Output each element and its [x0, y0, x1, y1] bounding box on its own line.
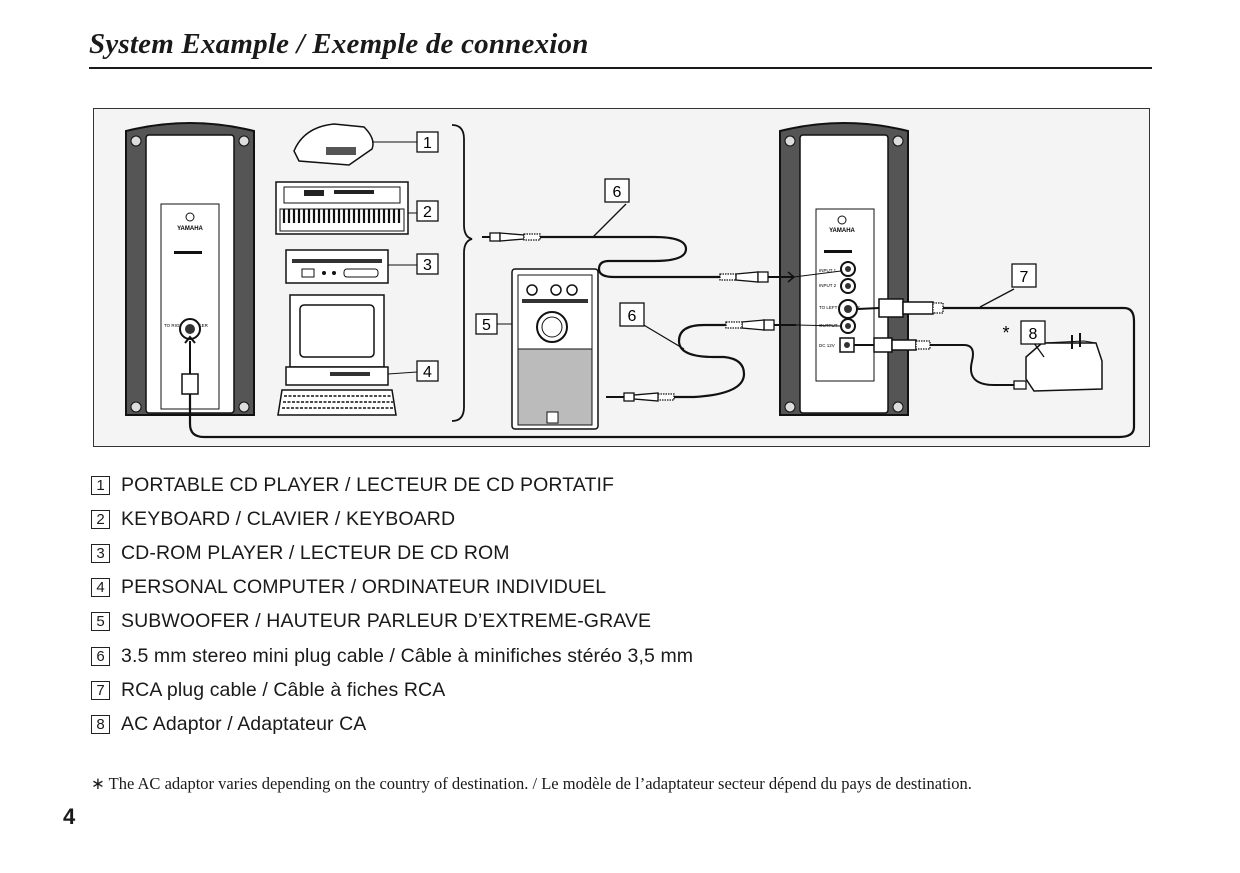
- legend-label: KEYBOARD / CLAVIER / KEYBOARD: [121, 507, 456, 530]
- legend-label: AC Adaptor / Adaptateur CA: [121, 712, 367, 735]
- legend-number-box: 8: [91, 714, 110, 734]
- mini-plug-cable-6-lower: [606, 319, 842, 402]
- diagram-svg: YAMAHA TO RIGHT SPEAKER 1: [125, 122, 1136, 439]
- callout-7: [1011, 263, 1037, 288]
- mini-plug-cable-6-upper: [482, 232, 842, 283]
- callout-2-number: 2: [423, 204, 432, 221]
- left-speaker-rca-plug: [181, 373, 199, 395]
- legend-label: RCA plug cable / Câble à fiches RCA: [121, 678, 446, 701]
- page-number: 4: [63, 804, 76, 829]
- page-title: System Example / Exemple de connexion: [89, 28, 589, 60]
- right-speaker-input2-label: INPUT 2: [819, 283, 837, 288]
- callout-6-lower: [619, 302, 645, 327]
- right-speaker: YAMAHA INPUT 1 INPUT 2 TO LEFT SPEAKER O…: [779, 122, 909, 416]
- legend-item-keyboard: 2 KEYBOARD / CLAVIER / KEYBOARD: [91, 502, 693, 536]
- callout-7-number: 7: [1020, 269, 1029, 286]
- keyboard-illustration: [275, 181, 417, 235]
- callout-8: [1020, 320, 1046, 345]
- connection-diagram: YAMAHA TO RIGHT SPEAKER 1: [93, 108, 1150, 447]
- left-speaker-l-mark: [185, 212, 195, 222]
- footnote: ∗ The AC adaptor varies depending on the…: [91, 774, 972, 793]
- portable-cd-player-illustration: [293, 123, 417, 166]
- ac-adaptor-illustration: [854, 333, 1103, 392]
- legend-label: 3.5 mm stereo mini plug cable / Câble à …: [121, 644, 694, 667]
- legend-number-box: 3: [91, 543, 110, 563]
- subwoofer-illustration: [497, 268, 599, 430]
- legend-item-portable-cd-player: 1 PORTABLE CD PLAYER / LECTEUR DE CD POR…: [91, 468, 693, 502]
- right-speaker-logo: YAMAHA: [829, 228, 855, 234]
- legend-number-box: 6: [91, 646, 110, 666]
- legend-number-box: 4: [91, 578, 110, 598]
- ac-adaptor-asterisk: *: [1002, 323, 1009, 343]
- personal-computer-illustration: [277, 294, 418, 416]
- component-legend: 1 PORTABLE CD PLAYER / LECTEUR DE CD POR…: [91, 468, 693, 742]
- legend-item-personal-computer: 4 PERSONAL COMPUTER / ORDINATEUR INDIVID…: [91, 571, 693, 605]
- legend-label: PERSONAL COMPUTER / ORDINATEUR INDIVIDUE…: [121, 576, 607, 599]
- callout-6-upper: [604, 178, 630, 203]
- callout-2: [416, 200, 439, 222]
- legend-item-subwoofer: 5 SUBWOOFER / HAUTEUR PARLEUR D’EXTREME-…: [91, 605, 693, 639]
- title-rule: [89, 67, 1152, 69]
- legend-label: PORTABLE CD PLAYER / LECTEUR DE CD PORTA…: [121, 473, 614, 496]
- callout-6-lower-number: 6: [628, 308, 637, 325]
- callout-1: [416, 131, 439, 153]
- legend-item-mini-plug-cable: 6 3.5 mm stereo mini plug cable / Câble …: [91, 639, 693, 673]
- legend-label: SUBWOOFER / HAUTEUR PARLEUR D’EXTREME-GR…: [121, 610, 652, 633]
- legend-item-cdrom-player: 3 CD-ROM PLAYER / LECTEUR DE CD ROM: [91, 536, 693, 570]
- legend-number-box: 2: [91, 509, 110, 529]
- callout-3-number: 3: [423, 257, 432, 274]
- callout-3: [416, 253, 439, 275]
- cdrom-drive-illustration: [285, 249, 417, 284]
- callout-4: [416, 360, 439, 382]
- left-speaker: YAMAHA TO RIGHT SPEAKER: [125, 122, 255, 416]
- rca-plug-cable-7: [188, 298, 1136, 439]
- legend-label: CD-ROM PLAYER / LECTEUR DE CD ROM: [121, 541, 510, 564]
- right-speaker-input1-label: INPUT 1: [819, 268, 837, 273]
- right-speaker-dc-label: DC 12V: [819, 343, 835, 348]
- callout-8-number: 8: [1029, 326, 1038, 343]
- left-speaker-logo: YAMAHA: [177, 226, 203, 232]
- legend-item-ac-adaptor: 8 AC Adaptor / Adaptateur CA: [91, 707, 693, 741]
- callout-1-number: 1: [423, 135, 432, 152]
- device-group-brace: [451, 124, 473, 422]
- legend-number-box: 7: [91, 680, 110, 700]
- legend-number-box: 1: [91, 475, 110, 495]
- callout-5: [475, 313, 498, 335]
- callout-4-number: 4: [423, 364, 432, 381]
- legend-item-rca-cable: 7 RCA plug cable / Câble à fiches RCA: [91, 673, 693, 707]
- legend-number-box: 5: [91, 612, 110, 632]
- callout-6-upper-number: 6: [613, 184, 622, 201]
- callout-5-number: 5: [482, 317, 491, 334]
